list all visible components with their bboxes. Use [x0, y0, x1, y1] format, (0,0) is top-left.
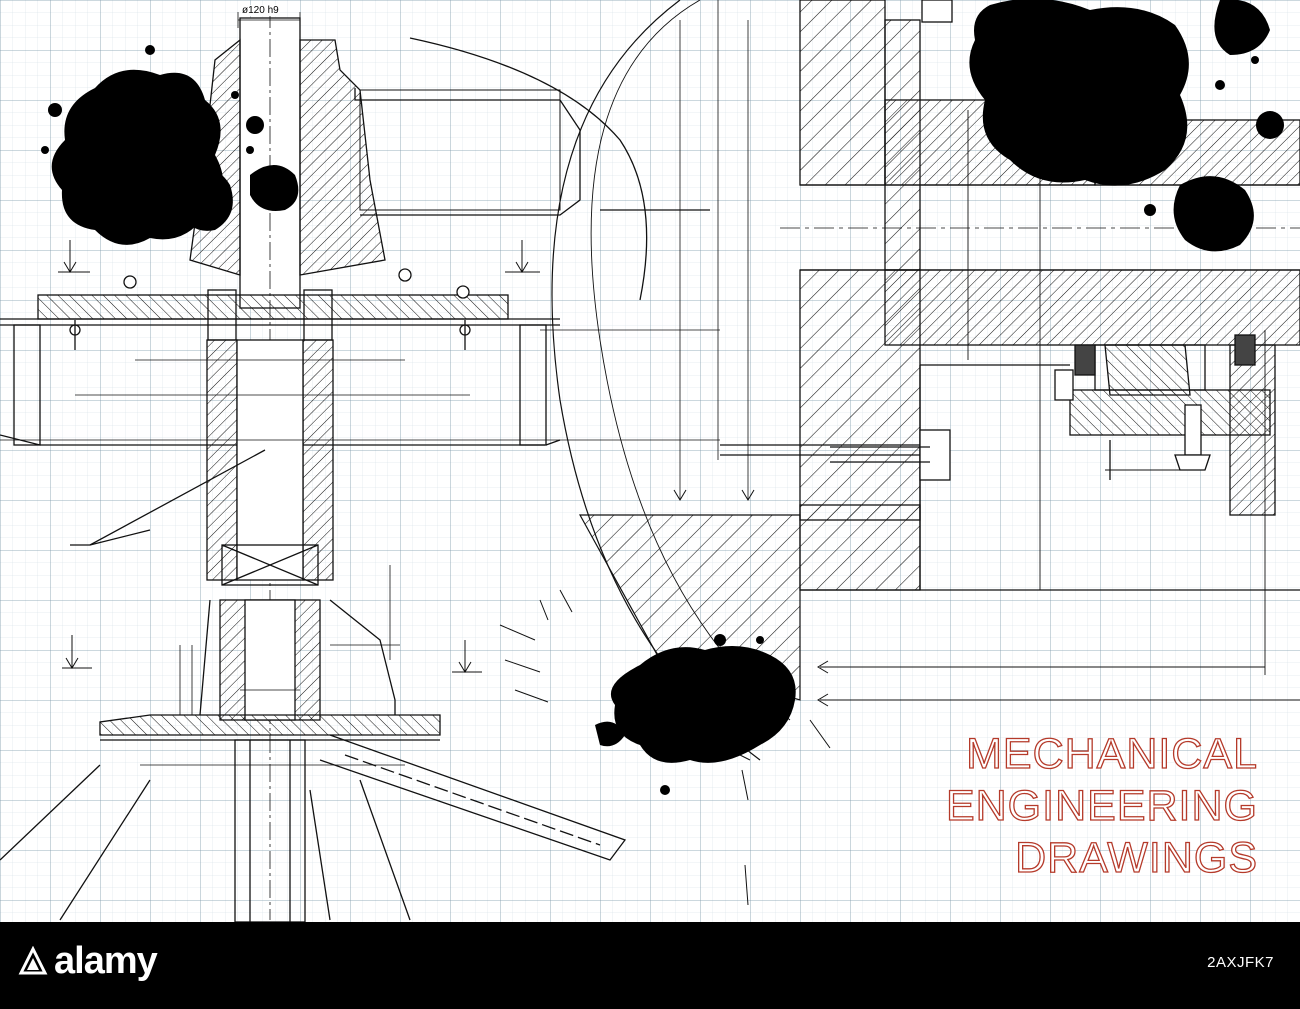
brand-logo: alamy: [54, 940, 158, 982]
title-block: MECHANICAL ENGINEERING DRAWINGS: [945, 728, 1258, 884]
drawing-canvas: [0, 0, 1300, 922]
title-line-1: MECHANICAL: [965, 729, 1258, 778]
watermark-bar: alamy 2AXJFK7: [0, 922, 1300, 1009]
stock-id: 2AXJFK7: [1207, 954, 1274, 971]
alamy-logo-icon: [18, 946, 48, 975]
title-line-3: DRAWINGS: [1014, 833, 1258, 882]
dimension-label: ø120 h9: [241, 5, 280, 16]
ink-splatters: [41, 0, 1284, 795]
title-line-2: ENGINEERING: [945, 781, 1258, 830]
engineering-drawing: ø120 h9 MECHANICAL ENGINEERING DRAWINGS: [0, 0, 1300, 922]
